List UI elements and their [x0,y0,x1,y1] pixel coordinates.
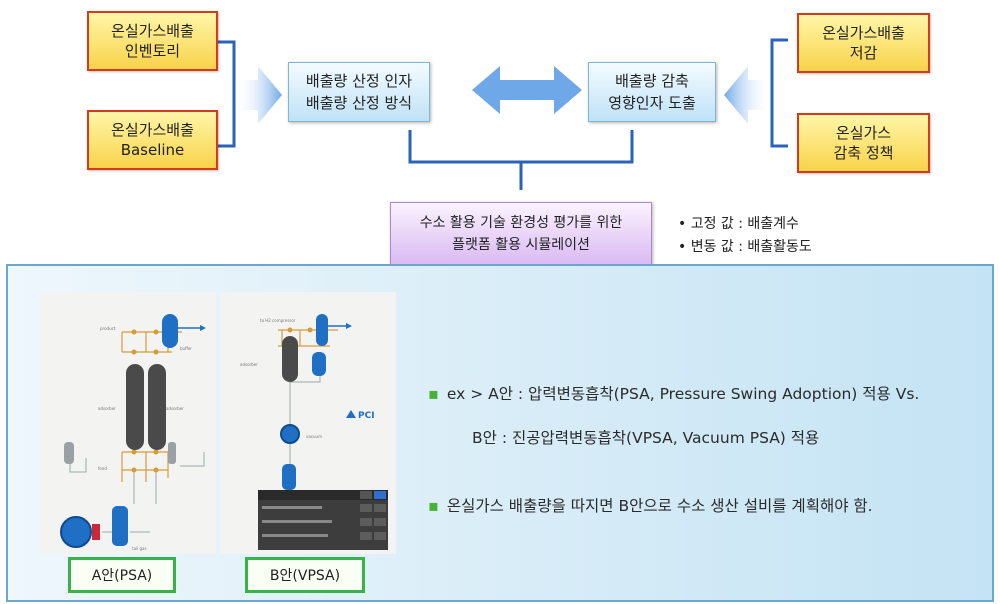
bullet-icon: ▪ [428,496,439,515]
bullet-icon: ▪ [428,384,439,403]
left-bracket [218,40,236,148]
adsorber-vessel [126,364,144,450]
reduction-factor-box: 배출량 감축 영향인자 도출 [588,62,716,122]
compressor [60,516,92,548]
double-arrow-icon [472,66,582,114]
bullet-conclusion: ▪온실가스 배출량을 따지면 B안으로 수소 생산 설비를 계획해야 함. [428,496,873,515]
arrow-left-icon [724,66,770,124]
label-option-a: A안(PSA) [68,557,176,593]
adsorber-vessel [282,336,298,382]
svg-text:tail gas: tail gas [132,546,147,551]
vacuum-pump [280,424,300,444]
psa-process-drawing: product buffer adsorber adsorber feed ta… [60,314,206,551]
adsorber-vessel [148,364,166,450]
svg-text:adsorber: adsorber [166,406,184,411]
svg-text:adsorber: adsorber [98,406,116,411]
emission-factor-box: 배출량 산정 인자 배출량 산정 방식 [288,62,430,122]
svg-text:product: product [100,326,116,331]
input-box-baseline: 온실가스배출 Baseline [87,110,218,170]
flow-connectors [218,38,788,190]
note-variable-value: • 변동 값 : 배출활동도 [678,239,812,255]
simulation-platform-box: 수소 활용 기술 환경성 평가를 위한 플랫폼 활용 시뮬레이션 [390,202,652,266]
svg-text:feed: feed [98,466,107,471]
arrow-right-icon [236,66,282,124]
buffer-tank [112,506,128,546]
svg-text:adsorber: adsorber [240,362,258,367]
note-fixed-value: • 고정 값 : 배출계수 [678,216,799,232]
input-box-inventory: 온실가스배출 인벤토리 [87,11,218,71]
output-box-policy: 온실가스 감축 정책 [797,113,930,173]
svg-text:buffer: buffer [180,346,192,351]
svg-text:vacuum: vacuum [306,434,322,439]
bottom-bracket [408,130,634,164]
vpsa-diagram-image: to H2 compressor adsorber vacuum PCI [220,292,396,554]
svg-text:to H2 compressor: to H2 compressor [260,318,296,323]
bullet-comparison-line2: B안 : 진공압력변동흡착(VPSA, Vacuum PSA) 적용 [472,429,820,447]
label-option-b: B안(VPSA) [245,557,365,593]
pci-logo: PCI [358,411,375,421]
output-box-reduction: 온실가스배출 저감 [797,13,930,73]
vpsa-process-drawing: to H2 compressor adsorber vacuum PCI [240,314,388,550]
bullet-comparison: ▪ex > A안 : 압력변동흡착(PSA, Pressure Swing Ad… [428,384,920,403]
psa-diagram-image: product buffer adsorber adsorber feed ta… [40,292,216,554]
right-bracket [770,38,788,148]
